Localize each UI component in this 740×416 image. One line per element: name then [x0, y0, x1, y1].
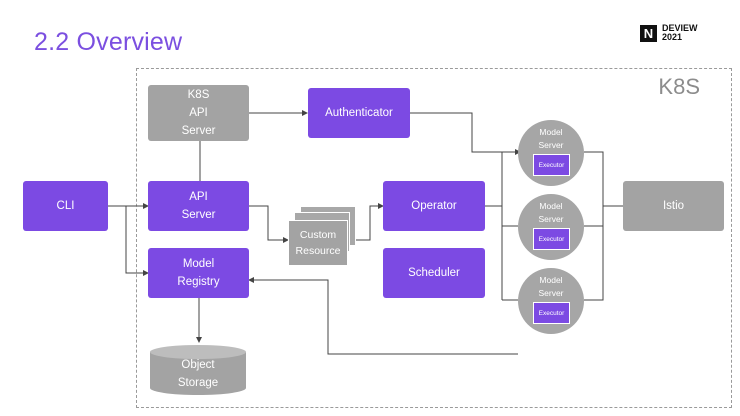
model-server-label: Model Server — [538, 127, 564, 150]
istio-node: Istio — [623, 181, 724, 231]
logo-line-1: DEVIEW — [662, 23, 698, 33]
logo-line-2: 2021 — [662, 32, 683, 42]
model-server-2: Model Server Executor — [518, 194, 584, 260]
page-title: 2.2 Overview — [34, 28, 183, 56]
object-storage-node: Object Storage — [177, 359, 219, 389]
operator-node: Operator — [383, 181, 485, 231]
executor-box: Executor — [533, 154, 570, 176]
k8s-api-server-node: K8S API Server — [148, 85, 249, 141]
object-storage-cylinder-icon — [150, 345, 246, 395]
cli-node: CLI — [23, 181, 108, 231]
executor-box: Executor — [533, 228, 570, 250]
model-registry-node: Model Registry — [148, 248, 249, 298]
model-server-label: Model Server — [538, 201, 564, 224]
logo-mark: N — [640, 24, 657, 42]
authenticator-node: Authenticator — [308, 88, 410, 138]
k8s-cluster-frame — [136, 68, 732, 408]
model-server-3: Model Server Executor — [518, 268, 584, 334]
logo-text: DEVIEW 2021 — [662, 24, 698, 42]
custom-resource-node: Custom Resource — [288, 220, 348, 266]
model-server-label: Model Server — [538, 275, 564, 298]
deview-logo: N DEVIEW 2021 — [640, 24, 698, 42]
model-server-1: Model Server Executor — [518, 120, 584, 186]
scheduler-node: Scheduler — [383, 248, 485, 298]
k8s-cluster-label: K8S — [658, 74, 700, 99]
executor-box: Executor — [533, 302, 570, 324]
api-server-node: API Server — [148, 181, 249, 231]
